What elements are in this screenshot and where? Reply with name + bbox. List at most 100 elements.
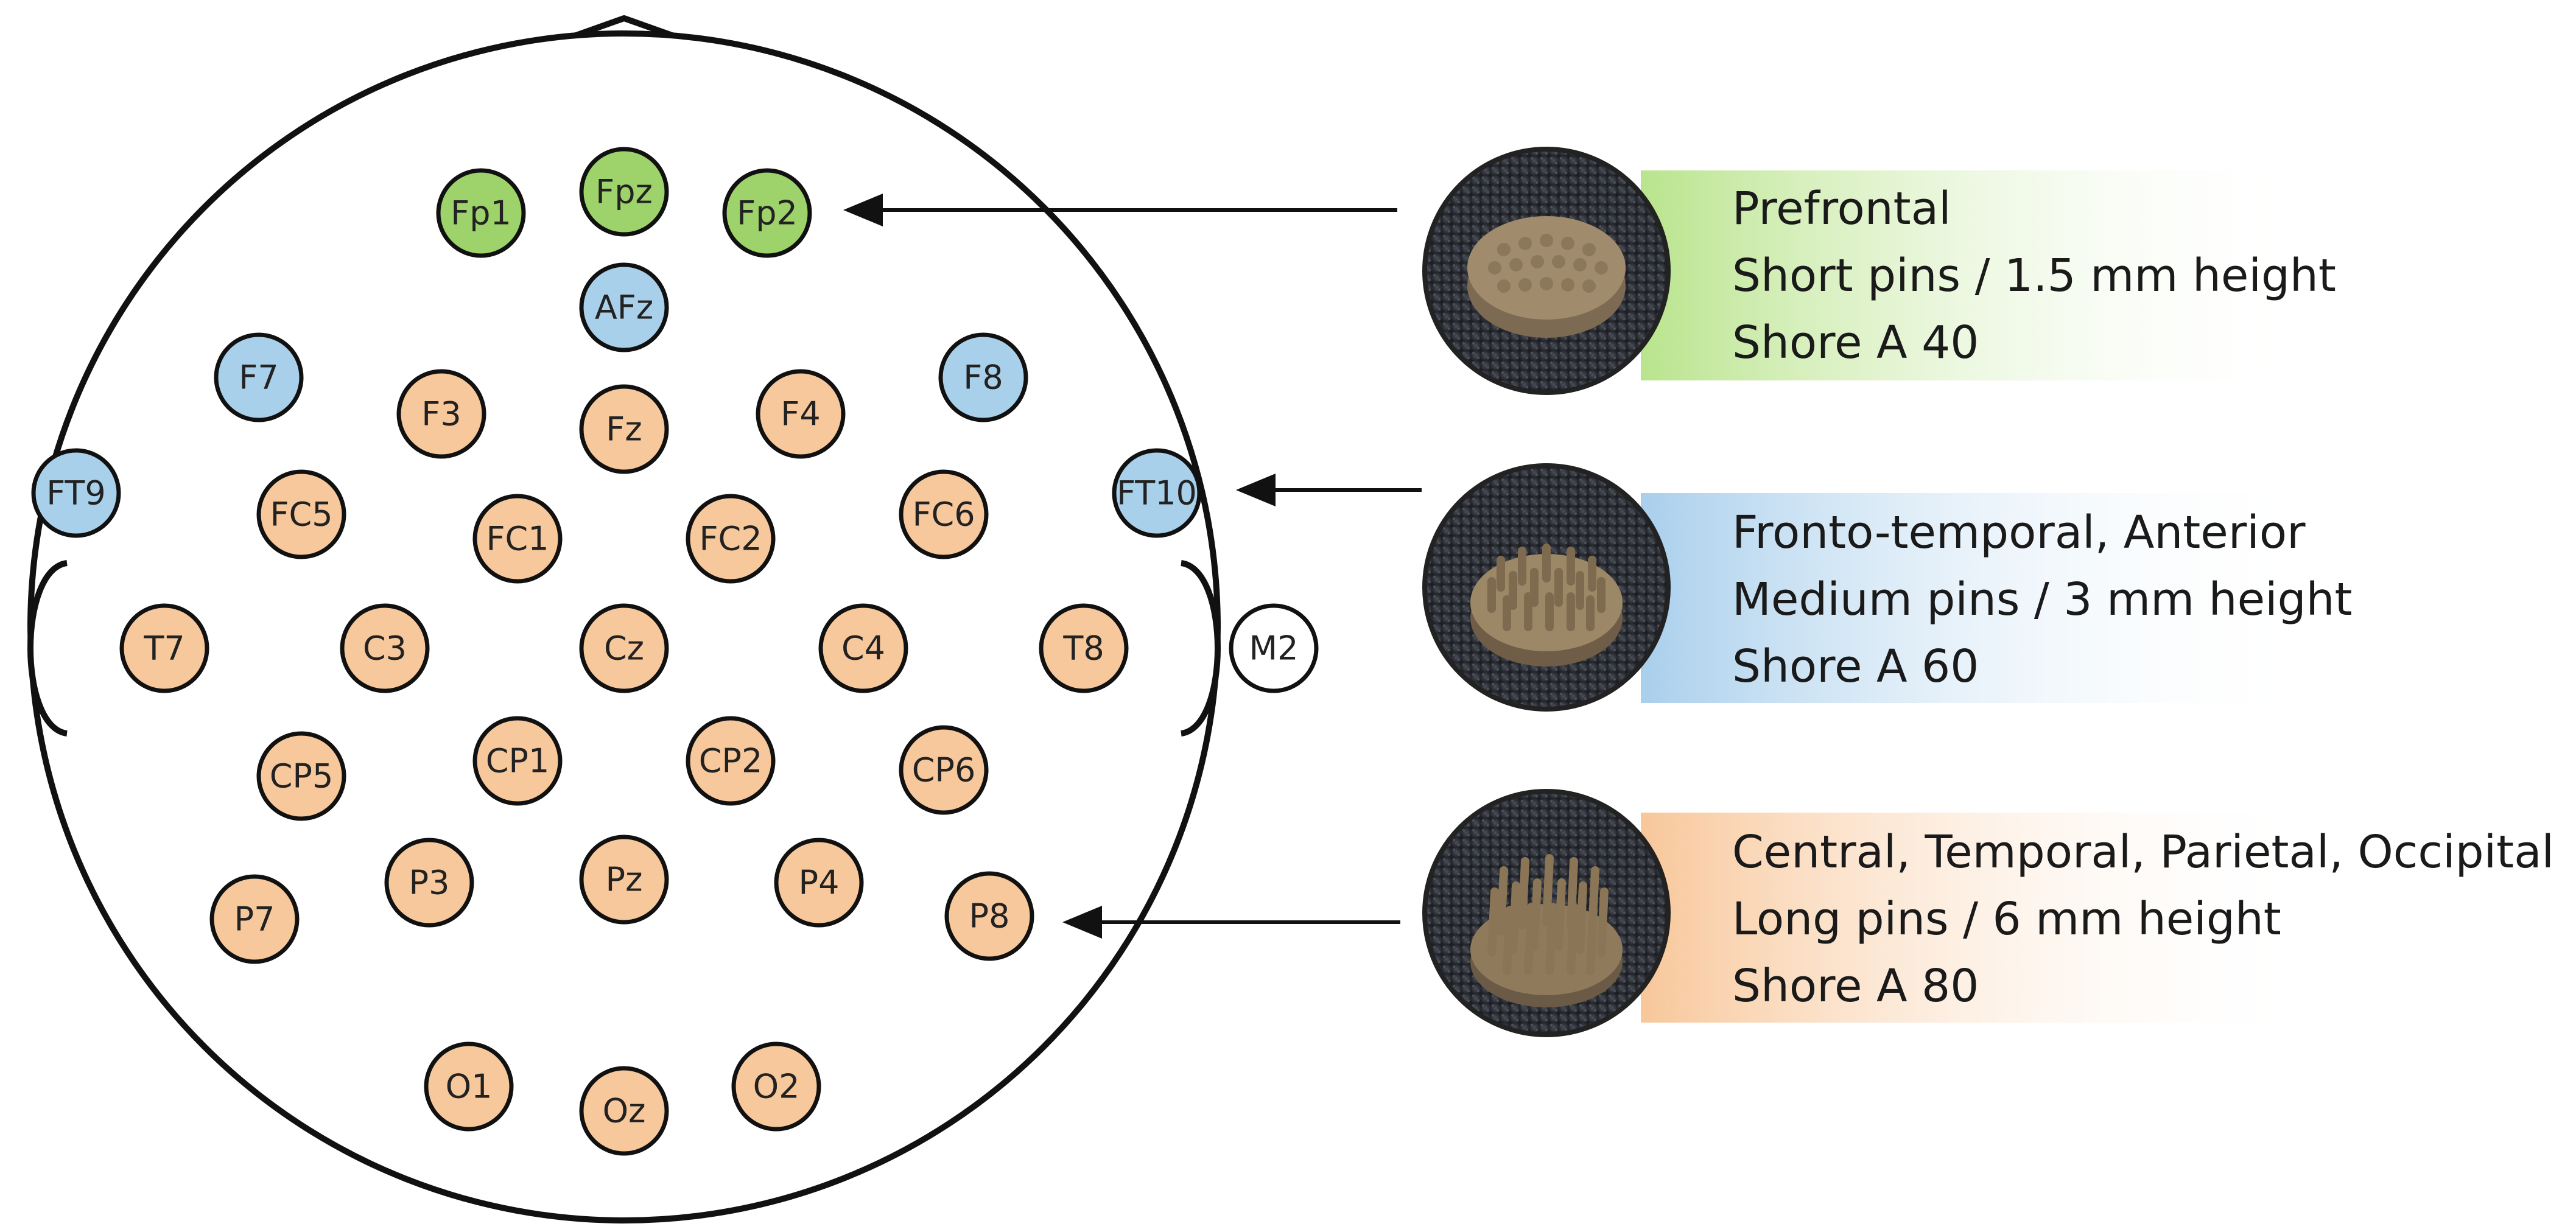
pin-spec-label: Medium pins / 3 mm height	[1732, 573, 2353, 626]
electrode-F4: F4	[756, 369, 846, 459]
electrode-dot	[472, 716, 563, 806]
electrode-dot	[579, 384, 669, 474]
electrode-label: CP6	[912, 751, 976, 789]
hardness-label: Shore A 40	[1732, 317, 1979, 369]
electrode-label: FC6	[912, 495, 975, 534]
electrode-FC6: FC6	[899, 469, 989, 559]
electrode-label: Fz	[606, 410, 642, 449]
electrode-dot	[579, 603, 669, 693]
electrode-CP6: CP6	[899, 725, 989, 815]
electrode-CP1: CP1	[472, 716, 563, 806]
electrode-FT10: FT10	[1112, 448, 1202, 538]
electrode-type-anterior: Fronto-temporal, Anterior Medium pins / …	[1422, 463, 2353, 712]
electrode-CP2: CP2	[686, 716, 776, 806]
electrode-label: FT10	[1117, 474, 1197, 513]
electrode-C4: C4	[818, 603, 908, 693]
electrode-Fp2: Fp2	[722, 168, 812, 258]
color-band-prefrontal	[1641, 170, 2311, 380]
left-ear-icon	[27, 560, 68, 737]
electrode-O2: O2	[731, 1041, 821, 1132]
region-label: Prefrontal	[1732, 183, 1951, 235]
electrode-T8: T8	[1039, 603, 1129, 693]
electrode-label: P7	[234, 900, 275, 939]
electrode-Fpz: Fpz	[579, 147, 669, 237]
electrode-label: FC5	[270, 495, 332, 534]
electrode-dot	[256, 731, 346, 821]
electrode-dot	[686, 494, 776, 584]
electrode-FT9: FT9	[31, 448, 121, 538]
electrode-label: F4	[781, 395, 820, 433]
electrode-label: O2	[753, 1068, 800, 1106]
electrode-label: FC1	[486, 520, 549, 558]
electrode-label: CP2	[699, 742, 763, 780]
electrode-dot	[686, 716, 776, 806]
electrode-dot	[774, 838, 864, 928]
electrode-label: F7	[239, 359, 278, 397]
electrode-Fz: Fz	[579, 384, 669, 474]
electrode-dot	[1112, 448, 1202, 538]
right-ear-icon	[1180, 560, 1221, 737]
electrode-label: P3	[409, 864, 450, 902]
electrode-dot	[944, 871, 1034, 961]
electrode-Oz: Oz	[579, 1066, 669, 1156]
electrode-FC1: FC1	[472, 494, 563, 584]
electrode-dot	[579, 835, 669, 925]
electrode-layer: Fp1 Fpz Fp2 AFz F7 F8 FT9 FT10	[31, 147, 1319, 1156]
electrode-dot	[396, 369, 486, 459]
electrode-dot	[256, 469, 346, 559]
electrode-label: F3	[421, 395, 461, 433]
electrode-label: F8	[963, 359, 1003, 397]
electrode-F7: F7	[214, 332, 304, 422]
electrode-label: T8	[1062, 629, 1104, 668]
electrode-label: C3	[363, 629, 407, 668]
electrode-dot	[209, 874, 300, 964]
electrode-label: AFz	[595, 289, 653, 327]
arrow-anterior	[1236, 474, 1422, 506]
medium-pin-electrode-photo	[1422, 463, 1671, 712]
electrode-Fp1: Fp1	[436, 168, 526, 258]
arrow-posterior	[1062, 906, 1400, 939]
electrode-dot	[1229, 603, 1319, 693]
electrode-dot	[938, 332, 1028, 422]
electrode-label: M2	[1249, 629, 1299, 668]
electrode-FC2: FC2	[686, 494, 776, 584]
electrode-label: FC2	[699, 520, 762, 558]
arrow-prefrontal	[843, 194, 1397, 226]
electrode-dot	[579, 1066, 669, 1156]
electrode-dot	[818, 603, 908, 693]
color-band-anterior	[1641, 493, 2311, 703]
electrode-dot	[899, 725, 989, 815]
electrode-label: Fp2	[737, 194, 798, 233]
electrode-dot	[579, 262, 669, 352]
electrode-AFz: AFz	[579, 262, 669, 352]
region-label: Central, Temporal, Parietal, Occipital	[1732, 826, 2554, 878]
electrode-label: CP5	[270, 757, 334, 796]
short-pin-electrode-photo	[1422, 147, 1671, 395]
electrode-type-prefrontal: Prefrontal Short pins / 1.5 mm height Sh…	[1422, 147, 2336, 395]
electrode-label: P8	[969, 897, 1010, 936]
electrode-FC5: FC5	[256, 469, 346, 559]
electrode-dot	[424, 1041, 514, 1132]
electrode-label: C4	[841, 629, 885, 668]
electrode-P7: P7	[209, 874, 300, 964]
electrode-dot	[472, 494, 563, 584]
electrode-label: CP1	[486, 742, 550, 780]
electrode-dot	[579, 147, 669, 237]
electrode-M2: M2	[1229, 603, 1319, 693]
electrode-label: Fp1	[451, 194, 511, 233]
electrode-type-posterior: Central, Temporal, Parietal, Occipital L…	[1422, 789, 2554, 1037]
electrode-dot	[31, 448, 121, 538]
electrode-F3: F3	[396, 369, 486, 459]
electrode-label: Fpz	[595, 173, 653, 211]
electrode-label: Oz	[603, 1092, 646, 1130]
electrode-O1: O1	[424, 1041, 514, 1132]
long-pin-electrode-photo	[1422, 789, 1671, 1037]
color-band-posterior	[1641, 813, 2311, 1023]
electrode-label: P4	[799, 864, 840, 902]
electrode-P8: P8	[944, 871, 1034, 961]
electrode-CP5: CP5	[256, 731, 346, 821]
electrode-dot	[340, 603, 430, 693]
electrode-dot	[214, 332, 304, 422]
electrode-label: O1	[446, 1068, 493, 1106]
electrode-label: Cz	[604, 629, 644, 668]
